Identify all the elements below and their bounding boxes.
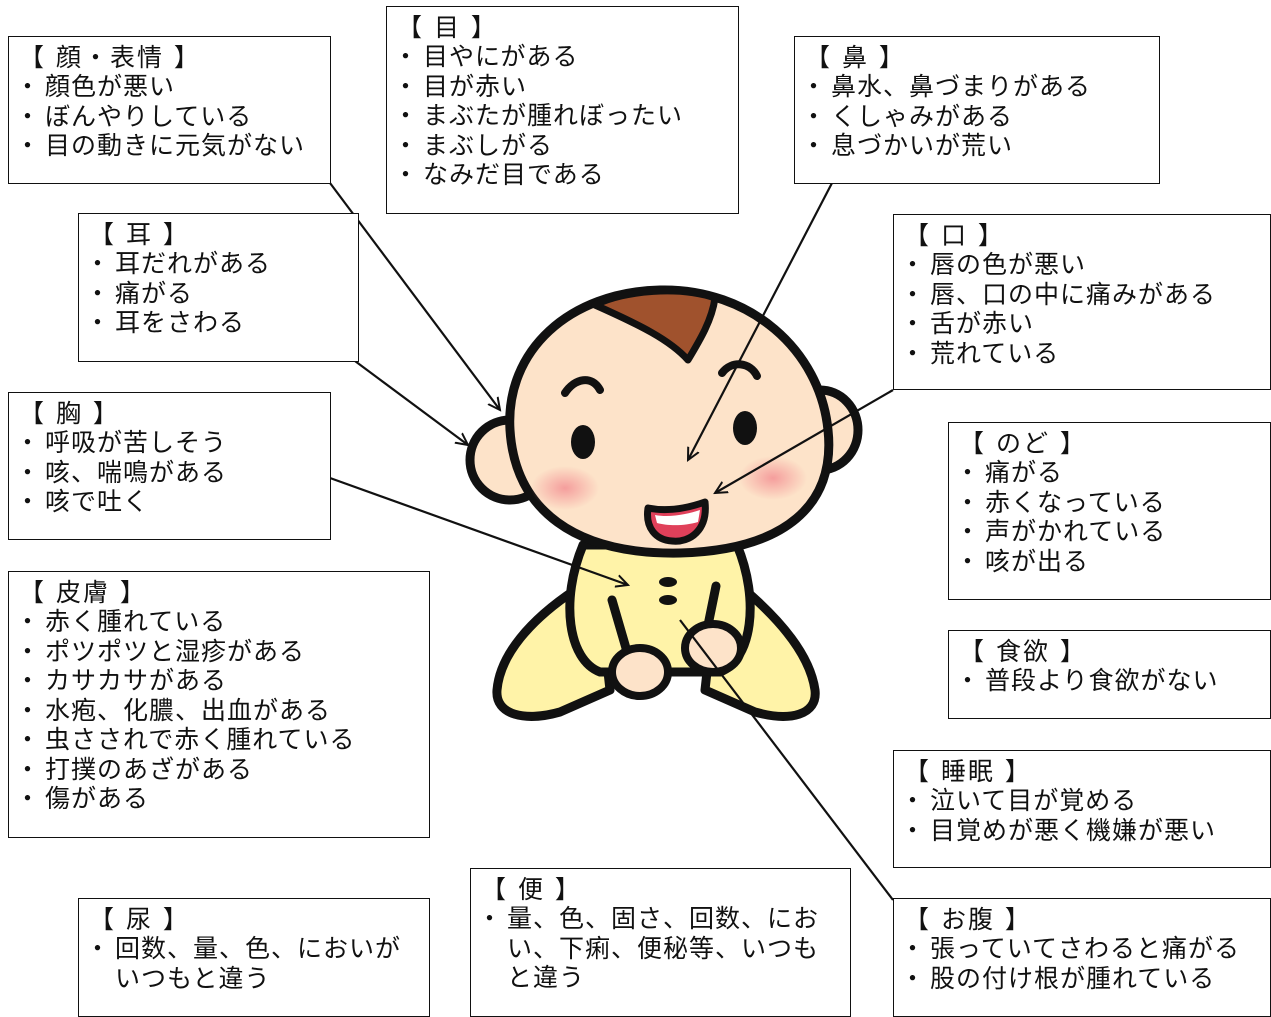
list-item: 痛がる [85,279,348,309]
box-face: 【 顔・表情 】 顔色が悪い ぼんやりしている 目の動きに元気がない [8,36,331,184]
arrow-mouth [715,389,894,493]
box-mouth-title: 【 口 】 [904,221,1005,250]
list-item: 張っていてさわると痛がる [900,934,1260,964]
list-item: 量、色、固さ、回数、におい、下痢、便秘等、いつもと違う [477,904,840,993]
list-item: 股の付け根が腫れている [900,964,1260,994]
list-item: 打撲のあざがある [15,755,419,785]
box-appetite-title: 【 食欲 】 [959,637,1087,666]
baby-cheeks [531,456,807,510]
box-stool: 【 便 】 量、色、固さ、回数、におい、下痢、便秘等、いつもと違う [470,868,851,1017]
box-nose: 【 鼻 】 鼻水、鼻づまりがある くしゃみがある 息づかいが荒い [794,36,1160,184]
list-item: 唇の色が悪い [900,250,1260,280]
list-item: 耳をさわる [85,308,348,338]
box-eye-title: 【 目 】 [397,13,498,42]
list-item: 荒れている [900,339,1260,369]
list-item: まぶしがる [393,131,728,161]
box-urine: 【 尿 】 回数、量、色、においがいつもと違う [78,898,430,1017]
list-item: 耳だれがある [85,249,348,279]
list-item: 水疱、化膿、出血がある [15,696,419,726]
list-item: 傷がある [15,784,419,814]
box-ear: 【 耳 】 耳だれがある 痛がる 耳をさわる [78,213,359,362]
list-item: 回数、量、色、においがいつもと違う [85,934,419,993]
clothes-buttons [659,577,677,605]
box-appetite: 【 食欲 】 普段より食欲がない [948,630,1271,719]
box-throat: 【 のど 】 痛がる 赤くなっている 声がかれている 咳が出る [948,422,1271,600]
list-item: 顔色が悪い [15,72,320,102]
box-eye: 【 目 】 目やにがある 目が赤い まぶたが腫れぼったい まぶしがる なみだ目で… [386,6,739,214]
arrow-nose [688,182,833,460]
box-stool-title: 【 便 】 [481,875,582,904]
list-item: 呼吸が苦しそう [15,428,320,458]
box-throat-title: 【 のど 】 [959,429,1087,458]
list-item: 咳が出る [955,547,1260,577]
box-chest-title: 【 胸 】 [19,399,120,428]
list-item: 普段より食欲がない [955,666,1260,696]
list-item: 息づかいが荒い [801,131,1149,161]
box-face-title: 【 顔・表情 】 [19,43,201,72]
box-chest: 【 胸 】 呼吸が苦しそう 咳、喘鳴がある 咳で吐く [8,392,331,540]
list-item: 目の動きに元気がない [15,131,320,161]
baby-hair [591,287,719,364]
box-belly-title: 【 お腹 】 [904,905,1032,934]
box-sleep: 【 睡眠 】 泣いて目が覚める 目覚めが悪く機嫌が悪い [893,750,1271,868]
list-item: 鼻水、鼻づまりがある [801,72,1149,102]
baby-eyes [571,411,757,459]
baby-mouth [644,498,709,545]
arrow-chest [329,476,628,585]
list-item: 目が赤い [393,72,728,102]
list-item: 咳で吐く [15,487,320,517]
list-item: 赤く腫れている [15,607,419,637]
list-item: 声がかれている [955,517,1260,547]
box-skin-title: 【 皮膚 】 [19,578,147,607]
box-mouth: 【 口 】 唇の色が悪い 唇、口の中に痛みがある 舌が赤い 荒れている [893,214,1271,390]
list-item: 虫さされで赤く腫れている [15,725,419,755]
list-item: カサカサがある [15,666,419,696]
list-item: 目覚めが悪く機嫌が悪い [900,816,1260,846]
list-item: 泣いて目が覚める [900,786,1260,816]
baby-eyebrows [561,360,761,397]
list-item: なみだ目である [393,160,728,190]
leader-arrows [319,182,894,901]
list-item: くしゃみがある [801,102,1149,132]
list-item: 咳、喘鳴がある [15,458,320,488]
box-ear-title: 【 耳 】 [89,220,190,249]
list-item: まぶたが腫れぼったい [393,101,728,131]
baby-hands [608,620,745,700]
list-item: 舌が赤い [900,309,1260,339]
box-sleep-title: 【 睡眠 】 [904,757,1032,786]
list-item: ポツポツと湿疹がある [15,637,419,667]
box-skin: 【 皮膚 】 赤く腫れている ポツポツと湿疹がある カサカサがある 水疱、化膿、… [8,571,430,838]
box-nose-title: 【 鼻 】 [805,43,906,72]
box-urine-title: 【 尿 】 [89,905,190,934]
list-item: 痛がる [955,458,1260,488]
list-item: 目やにがある [393,42,728,72]
list-item: ぼんやりしている [15,102,320,132]
box-belly: 【 お腹 】 張っていてさわると痛がる 股の付け根が腫れている [893,898,1271,1017]
leader-belly [679,619,894,901]
list-item: 唇、口の中に痛みがある [900,280,1260,310]
list-item: 赤くなっている [955,488,1260,518]
